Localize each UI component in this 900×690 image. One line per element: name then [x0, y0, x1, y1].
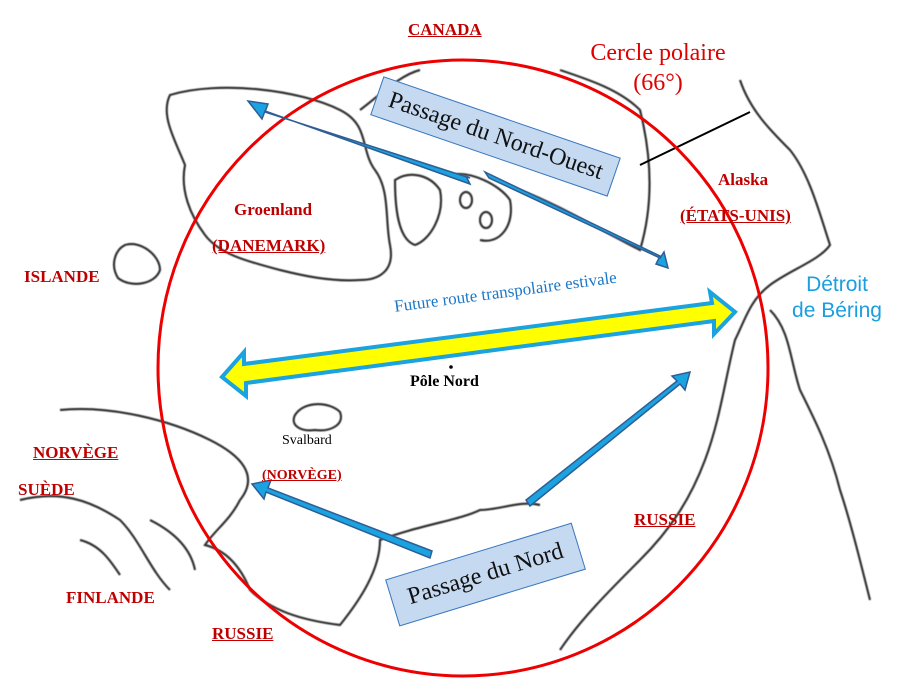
greenland-coast: [165, 86, 393, 282]
iceland-coast: [112, 242, 162, 285]
label-bering-strait: Détroit de Béring: [782, 272, 892, 324]
label-north-pole: Pôle Nord: [410, 373, 479, 390]
label-denmark: (DANEMARK): [212, 236, 326, 255]
label-norway: NORVÈGE: [33, 443, 119, 462]
bering-line-1: Détroit: [806, 273, 868, 296]
chukotka-coast: [769, 309, 872, 601]
label-russia-east: RUSSIE: [634, 510, 696, 529]
northwest-passage-arrow-west: [246, 99, 472, 186]
label-greenland: Groenland: [234, 200, 313, 219]
label-iceland: ISLANDE: [24, 267, 100, 286]
label-svalbard-norway: (NORVÈGE): [262, 468, 342, 483]
arctic-circle-degrees: (66°): [633, 70, 683, 96]
arctic-circle-title: Cercle polaire: [590, 40, 726, 66]
north-pole-dot: [449, 365, 453, 369]
bering-line-2: de Béring: [792, 299, 882, 322]
label-sweden: SUÈDE: [18, 480, 75, 499]
route-arrows: [246, 99, 692, 560]
arctic-circle: [156, 58, 770, 678]
boundary-line: [639, 111, 751, 166]
north-passage-arrow-east: [524, 370, 692, 508]
transpolar-route-arrow: [219, 287, 738, 401]
label-alaska: Alaska: [718, 170, 769, 189]
label-usa: (ÉTATS-UNIS): [680, 206, 791, 225]
arctic-circle-label: Cercle polaire (66°): [578, 38, 738, 98]
svalbard-coast: [292, 403, 343, 432]
northwest-passage-arrow-east: [482, 170, 670, 270]
label-svalbard: Svalbard: [282, 433, 332, 448]
label-canada: CANADA: [408, 20, 482, 39]
label-finland: FINLANDE: [66, 588, 155, 607]
label-russia-west: RUSSIE: [212, 624, 274, 643]
north-passage-arrow-west: [250, 478, 433, 560]
alaska-coast: [559, 79, 832, 651]
